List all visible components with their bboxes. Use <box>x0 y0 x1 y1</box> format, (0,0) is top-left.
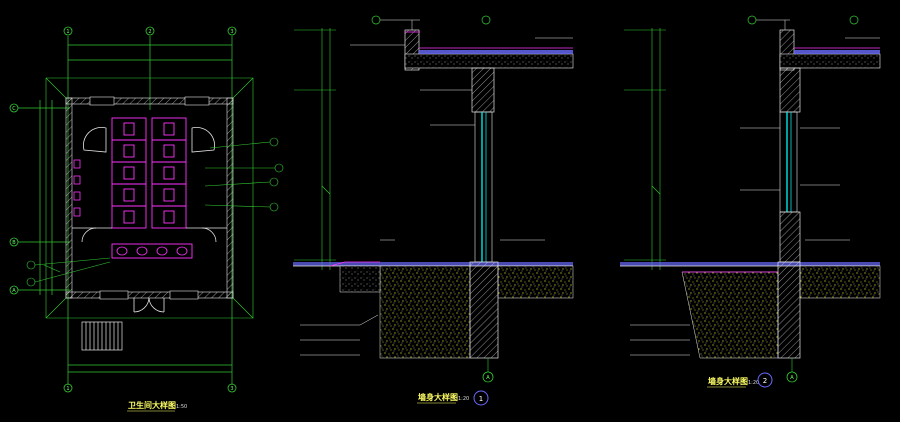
svg-text:3: 3 <box>230 29 233 35</box>
svg-text:A: A <box>486 375 490 381</box>
plan-axis-left-c: C <box>9 103 19 113</box>
plan-axis-bottom-1: 1 <box>63 383 73 393</box>
plan-title: 卫生间大样图 <box>128 400 176 410</box>
svg-text:1: 1 <box>66 386 69 392</box>
section1-axis-a: A <box>482 358 494 383</box>
wall-section-1-drawing[interactable]: A 墙身大样图 1:20 1 <box>293 15 574 406</box>
section1-roof-parapet <box>404 29 574 113</box>
plan-toilet-stalls <box>111 117 187 229</box>
plan-entrance-doors <box>133 297 165 313</box>
section1-glass-wall <box>474 111 493 263</box>
plan-axis-bottom-3: 3 <box>227 383 237 393</box>
svg-text:3: 3 <box>230 386 233 392</box>
section1-title: 墙身大样图 <box>418 392 458 402</box>
svg-text:A: A <box>790 375 794 381</box>
plan-entrance-steps <box>81 321 123 351</box>
section2-number-circle <box>757 372 773 388</box>
section2-roof-parapet <box>779 29 881 113</box>
plan-axis-left-a: A <box>9 285 19 295</box>
section1-detail-bubble-2 <box>481 15 491 25</box>
section2-scale: 1:20 <box>748 380 759 386</box>
section1-leader-lines <box>300 19 573 356</box>
section2-detail-bubble <box>747 15 757 25</box>
section1-foundation <box>293 261 574 359</box>
plan-wash-basins <box>111 243 193 259</box>
section1-detail-bubble <box>371 15 381 25</box>
svg-text:A: A <box>12 288 16 294</box>
toilet-plan-drawing[interactable]: 1 2 3 C B A 1 3 <box>9 26 284 412</box>
section2-title: 墙身大样图 <box>708 376 748 386</box>
section1-elevation-rule <box>294 28 336 270</box>
plan-urinals <box>73 159 81 217</box>
plan-roof-outline <box>45 77 254 319</box>
svg-text:B: B <box>12 240 16 246</box>
section2-number: 2 <box>763 377 767 385</box>
plan-curved-partitions <box>72 127 227 243</box>
section2-glass-wall <box>779 111 801 263</box>
section2-axis-a: A <box>786 358 798 383</box>
plan-callout-leaders <box>26 137 284 287</box>
plan-walls <box>65 96 234 300</box>
plan-axis-top-1: 1 <box>63 26 73 36</box>
section2-detail-bubble-2 <box>849 15 859 25</box>
wall-section-2-drawing[interactable]: A 墙身大样图 1:20 2 <box>620 15 881 388</box>
plan-axis-left-b: B <box>9 237 19 247</box>
svg-text:1: 1 <box>66 29 69 35</box>
svg-text:C: C <box>12 106 16 112</box>
section2-leader-lines <box>630 19 880 356</box>
plan-axis-top-3: 3 <box>227 26 237 36</box>
section2-foundation <box>620 261 881 359</box>
section1-scale: 1:20 <box>458 396 469 402</box>
section2-elevation-rule <box>624 28 666 270</box>
plan-dimension-lines <box>18 36 233 385</box>
section1-number: 1 <box>479 395 483 403</box>
plan-scale: 1:50 <box>176 404 187 410</box>
plan-axis-top-2: 2 <box>145 26 155 36</box>
section1-number-circle <box>473 390 489 406</box>
svg-text:2: 2 <box>148 29 151 35</box>
